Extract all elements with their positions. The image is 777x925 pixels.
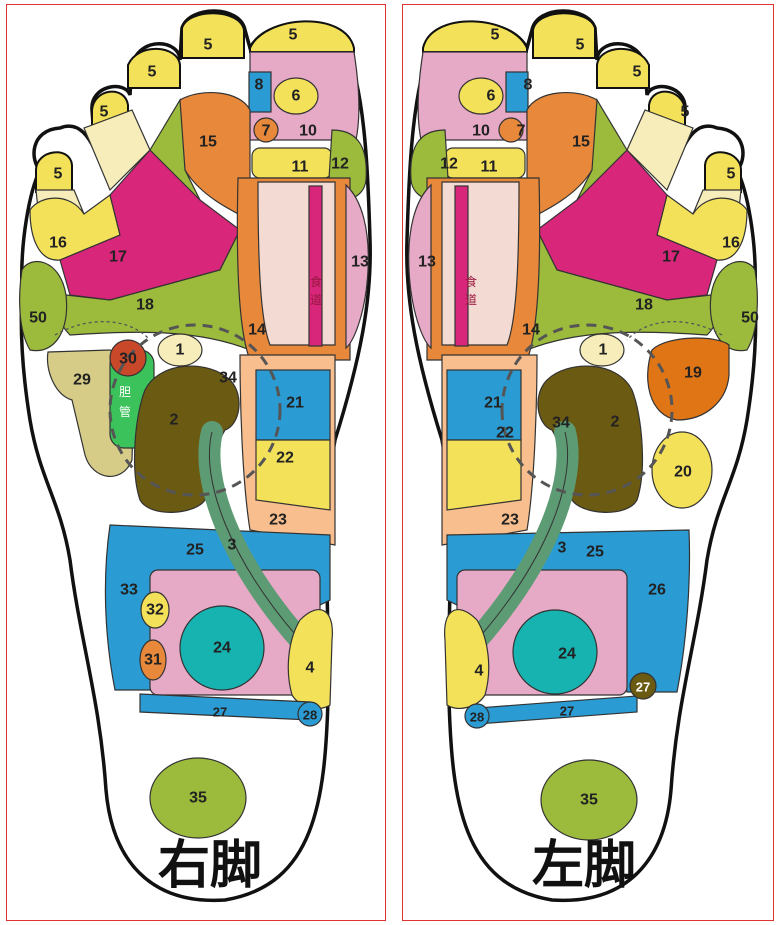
- label-right-esophagus-1: 食: [310, 274, 322, 289]
- label-left-24: 24: [558, 646, 576, 663]
- label-right-13: 13: [351, 254, 369, 271]
- label-left-5c: 5: [633, 64, 642, 81]
- label-right-esophagus-2: 道: [310, 293, 322, 307]
- right-foot-title: 右脚: [158, 836, 262, 896]
- label-left-27b: 27: [636, 680, 650, 695]
- label-right-31: 31: [144, 652, 162, 669]
- label-left-5e: 5: [727, 166, 736, 183]
- label-right-18: 18: [136, 297, 154, 314]
- label-left-7: 7: [517, 123, 526, 140]
- label-right-24: 24: [213, 640, 231, 657]
- label-left-19: 19: [684, 365, 702, 382]
- label-left-6: 6: [487, 88, 496, 105]
- label-left-17: 17: [662, 249, 680, 266]
- label-right-5c: 5: [148, 64, 157, 81]
- label-right-22: 22: [276, 450, 294, 467]
- label-right-28: 28: [303, 708, 317, 723]
- left-foot-title: 左脚: [532, 836, 636, 896]
- label-right-21: 21: [286, 395, 304, 412]
- label-right-30: 30: [119, 351, 137, 368]
- label-left-34: 34: [552, 415, 570, 432]
- label-right-23: 23: [269, 512, 287, 529]
- label-right-8: 8: [255, 77, 264, 94]
- label-left-50: 50: [741, 310, 759, 327]
- label-right-2: 2: [170, 412, 179, 429]
- label-left-8: 8: [524, 77, 533, 94]
- label-right-35: 35: [189, 790, 207, 807]
- label-left-5d: 5: [681, 104, 690, 121]
- label-left-3: 3: [558, 540, 567, 557]
- label-right-32: 32: [146, 602, 164, 619]
- label-left-27: 27: [560, 704, 574, 719]
- label-left-14: 14: [522, 322, 540, 339]
- label-left-16: 16: [722, 235, 740, 252]
- label-left-20: 20: [674, 464, 692, 481]
- label-left-esophagus-2: 道: [465, 293, 477, 307]
- label-left-21: 21: [484, 395, 502, 412]
- label-right-3: 3: [228, 537, 237, 554]
- label-right-5e: 5: [54, 166, 63, 183]
- label-right-10: 10: [299, 123, 317, 140]
- label-left-13: 13: [418, 254, 436, 271]
- label-right-34: 34: [219, 370, 237, 387]
- label-right-17: 17: [109, 249, 127, 266]
- label-left-28: 28: [470, 710, 484, 725]
- label-left-5a: 5: [491, 27, 500, 44]
- label-left-22: 22: [496, 425, 514, 442]
- label-left-5b: 5: [576, 37, 585, 54]
- label-right-16: 16: [49, 235, 67, 252]
- label-left-35: 35: [580, 792, 598, 809]
- label-left-1: 1: [599, 342, 608, 359]
- label-right-27: 27: [213, 705, 227, 720]
- label-left-11: 11: [481, 159, 498, 176]
- label-left-25: 25: [586, 544, 604, 561]
- label-left-10: 10: [472, 123, 490, 140]
- label-right-7: 7: [262, 123, 271, 140]
- label-left-esophagus-1: 食: [465, 274, 477, 289]
- label-right-4: 4: [306, 660, 315, 677]
- left-foot: 5 5 5 5 5 8 6 7 10 11 12 13 15 16 17 18 …: [407, 11, 759, 900]
- label-right-50: 50: [29, 310, 47, 327]
- label-right-1: 1: [176, 342, 185, 359]
- label-right-14: 14: [248, 322, 266, 339]
- label-right-12: 12: [331, 156, 349, 173]
- label-right-25: 25: [186, 542, 204, 559]
- label-left-4: 4: [475, 663, 484, 680]
- label-right-duct-1: 胆: [119, 385, 131, 399]
- label-left-18: 18: [635, 297, 653, 314]
- label-left-23: 23: [501, 512, 519, 529]
- label-right-5b: 5: [204, 37, 213, 54]
- label-left-2: 2: [611, 414, 620, 431]
- label-left-12: 12: [440, 156, 458, 173]
- label-right-5d: 5: [100, 104, 109, 121]
- label-left-15: 15: [572, 134, 590, 151]
- right-foot: 5 5 5 5 5 8 6 7 10 11 12 13 15 16 17 18 …: [20, 11, 371, 900]
- label-right-5a: 5: [289, 27, 298, 44]
- label-left-26: 26: [648, 582, 666, 599]
- label-right-duct-2: 管: [119, 404, 131, 419]
- label-right-33: 33: [120, 582, 138, 599]
- label-right-15: 15: [199, 134, 217, 151]
- label-right-11: 11: [292, 159, 309, 176]
- label-right-6: 6: [292, 88, 301, 105]
- label-right-29: 29: [73, 372, 91, 389]
